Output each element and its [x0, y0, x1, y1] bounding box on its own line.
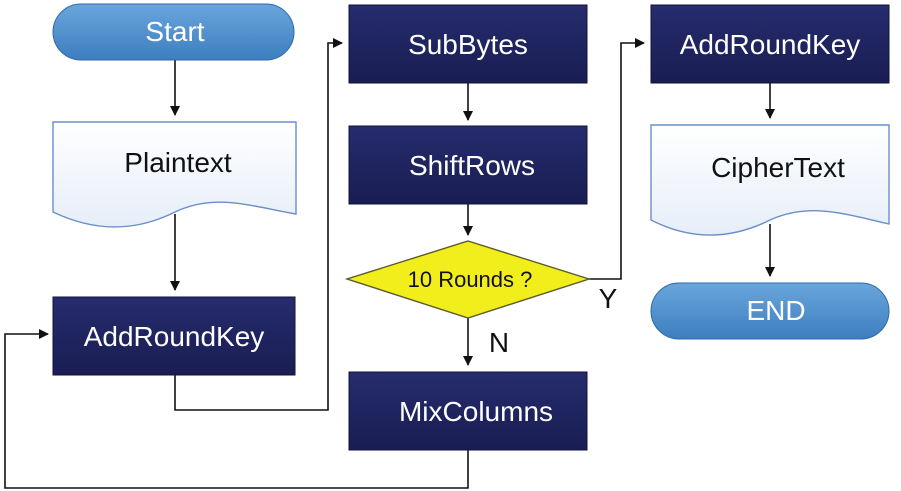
end-terminator: END — [650, 282, 890, 340]
ciphertext-label: CipherText — [711, 152, 845, 183]
shiftrows-label: ShiftRows — [409, 150, 535, 181]
no-edge-label: N — [489, 327, 509, 358]
addroundkey-final-label: AddRoundKey — [680, 29, 861, 60]
start-label: Start — [145, 16, 204, 47]
shiftrows-box: ShiftRows — [348, 125, 588, 205]
decision-label: 10 Rounds ? — [408, 267, 533, 292]
plaintext-label: Plaintext — [124, 147, 232, 178]
subbytes-label: SubBytes — [408, 29, 528, 60]
mixcolumns-box: MixColumns — [348, 371, 588, 451]
plaintext-document: Plaintext — [52, 121, 297, 228]
connector-mixcolumns-loop-to-addroundkey — [4, 329, 469, 489]
connector-decision-yes-to-final-addroundkey — [589, 38, 645, 280]
connector-addroundkey-to-subbytes — [174, 38, 343, 411]
ciphertext-document: CipherText — [650, 124, 890, 236]
addroundkey-initial-box: AddRoundKey — [52, 296, 296, 376]
rounds-decision: 10 Rounds ? — [344, 240, 592, 319]
addroundkey-final-box: AddRoundKey — [650, 4, 890, 84]
end-label: END — [746, 295, 805, 326]
yes-edge-label: Y — [599, 283, 618, 314]
mixcolumns-label: MixColumns — [399, 396, 553, 427]
start-terminator: Start — [52, 3, 295, 61]
subbytes-box: SubBytes — [348, 4, 588, 84]
connectors — [4, 38, 775, 489]
addroundkey-initial-label: AddRoundKey — [84, 321, 265, 352]
